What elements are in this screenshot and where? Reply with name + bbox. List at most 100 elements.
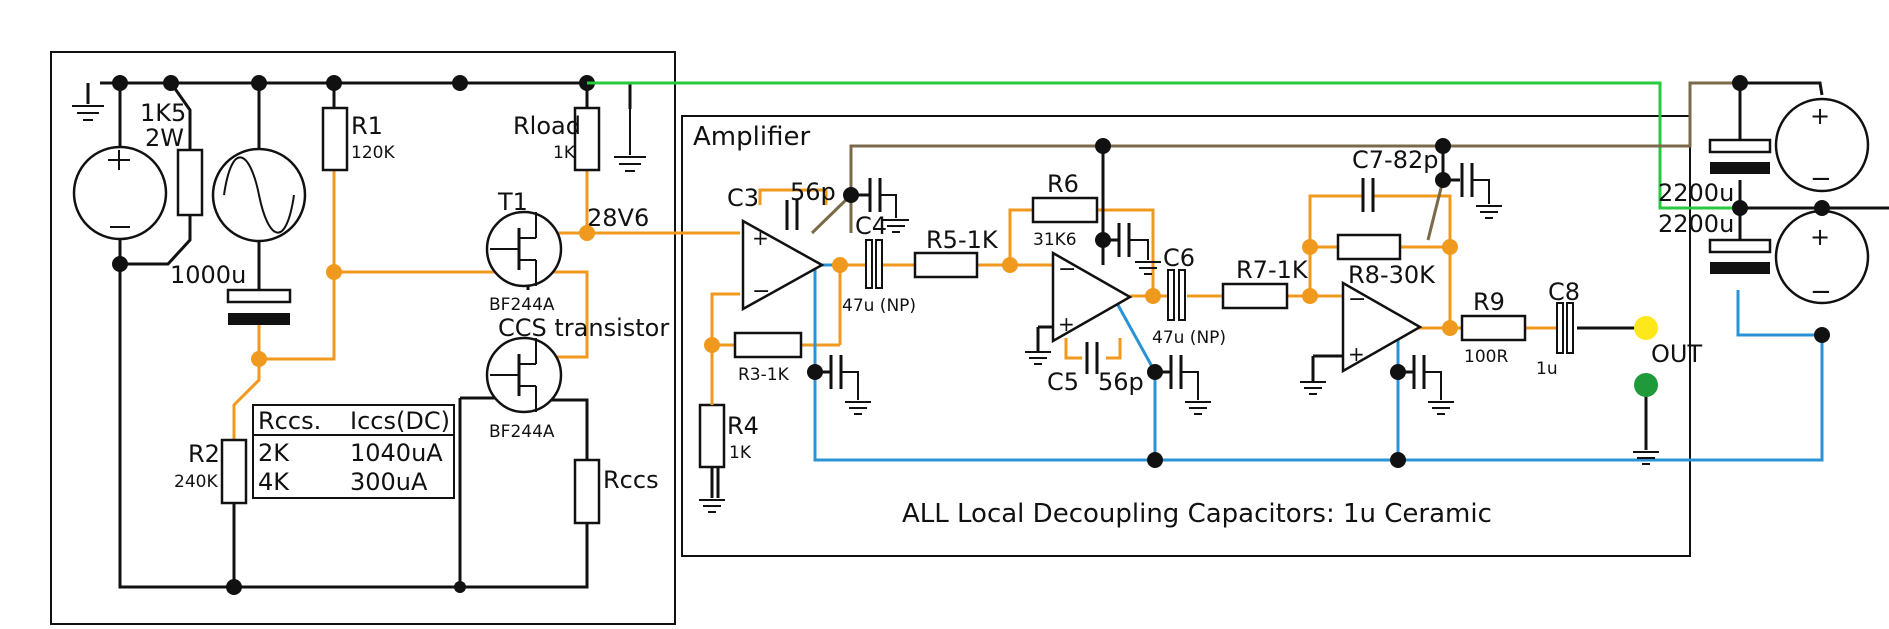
table-cell: 1040uA [350,439,443,467]
transistor-t1 [485,210,563,288]
decoupling-capacitor [1443,163,1502,219]
label-t1-name: T1 [497,188,528,216]
svg-text:+: + [1058,312,1075,336]
supply-frame [50,51,676,625]
label-out: OUT [1651,340,1702,368]
label-r3: R3-1K [738,365,790,385]
svg-text:+: + [1810,223,1830,251]
resistor-r4 [698,403,726,469]
label-c8-value: 1u [1536,359,1558,379]
sine-source-symbol [211,147,307,243]
resistor-r3 [733,331,803,359]
decoupling-note: ALL Local Decoupling Capacitors: 1u Cera… [902,499,1492,529]
label-c5-value: 56p [1098,368,1144,396]
table-cell: 4K [258,468,290,496]
label-r5: R5-1K [926,226,999,254]
resistor-r7 [1221,282,1289,310]
output-ground-terminal [1634,373,1658,397]
label-ccs-part: BF244A [489,422,555,442]
rail-brown [1426,179,1445,241]
label-r4-value: 1K [729,443,752,463]
svg-text:−: − [1810,277,1832,307]
label-2w: 2W [145,124,184,152]
ccs-current-table: Rccs. Iccs(DC) 2K 1040uA 4K 300uA [252,404,455,499]
label-r9-name: R9 [1473,288,1505,316]
ground-symbol [72,105,104,121]
capacitor-c8 [1556,302,1574,354]
label-r7: R7-1K [1236,256,1309,284]
svg-text:+: + [752,226,769,250]
label-c5-name: C5 [1047,368,1079,396]
resistor-1k5 [176,148,204,217]
label-c7: C7-82p [1352,146,1438,174]
label-c8-name: C8 [1548,278,1580,306]
label-1000u: 1000u [170,261,246,289]
label-rload-name: Rload [513,112,581,140]
opamp-2: − + [1051,250,1133,344]
label-c-bottom: 2200u [1658,210,1734,238]
label-ccs: CCS transistor [498,314,669,342]
label-r2-value: 240K [174,472,218,492]
amplifier-title: Amplifier [693,122,810,152]
battery-symbol [72,145,168,241]
resistor-r9 [1460,314,1527,342]
table-cell: 300uA [350,468,428,496]
ground-symbol [614,109,646,172]
decoupling-capacitor [1155,355,1211,415]
capacitor-c4 [865,239,883,289]
table-header-iccs: Iccs(DC) [350,407,450,435]
label-rccs: Rccs [603,466,659,494]
resistor-r8 [1336,233,1402,261]
power-capacitors: + − + − [1708,75,1889,343]
capacitor-c6 [1167,269,1186,321]
label-c4-value: 47u (NP) [842,296,916,316]
amplifier-junctions [704,138,1458,468]
label-1k5: 1K5 [140,99,186,127]
label-rload-value: 1K [553,143,576,163]
label-r2-name: R2 [188,440,220,468]
label-c4-name: C4 [855,212,887,240]
amplifier-frame [681,115,1691,557]
label-c3-name: C3 [727,184,759,212]
svg-text:−: − [1058,257,1076,282]
resistor-rload [573,106,601,172]
resistor-rccs [573,458,601,525]
decoupling-capacitor [1398,355,1454,415]
resistor-r1 [321,106,349,172]
svg-text:+: + [1810,102,1830,130]
decoupling-capacitor [851,178,909,233]
label-r6-name: R6 [1047,170,1079,198]
table-cell: 2K [258,439,290,467]
table-header-rccs: Rccs. [258,407,321,435]
rail-brown [810,193,853,235]
svg-text:−: − [1810,164,1832,194]
resistor-r6 [1031,196,1099,224]
label-c6-value: 47u (NP) [1152,328,1226,348]
ground-symbol [1633,451,1659,465]
capacitor-c7 [1361,178,1375,212]
label-node-voltage: 28V6 [587,204,649,232]
label-r1-value: 120K [351,143,395,163]
capacitor-c3 [785,200,799,230]
transistor-ccs [485,336,563,414]
label-r1-name: R1 [351,112,383,140]
ground-symbol [1300,381,1326,395]
output-terminal [1634,316,1658,340]
resistor-r2 [220,438,248,505]
opamp-3: − + [1341,280,1423,374]
label-c3-value: 56p [790,178,836,206]
label-c-top: 2200u [1658,179,1734,207]
label-r8: R8-30K [1348,261,1436,289]
ground-symbol [699,499,725,513]
label-r6-value: 31K6 [1033,230,1077,250]
capacitor-1000u [226,288,292,325]
opamp-1: + − [741,218,825,312]
label-r9-value: 100R [1464,347,1508,367]
svg-text:−: − [1348,287,1366,312]
svg-text:+: + [1348,342,1365,366]
svg-text:−: − [752,279,770,304]
label-r4-name: R4 [727,412,759,440]
label-c6-name: C6 [1163,244,1195,272]
resistor-r5 [913,251,979,279]
